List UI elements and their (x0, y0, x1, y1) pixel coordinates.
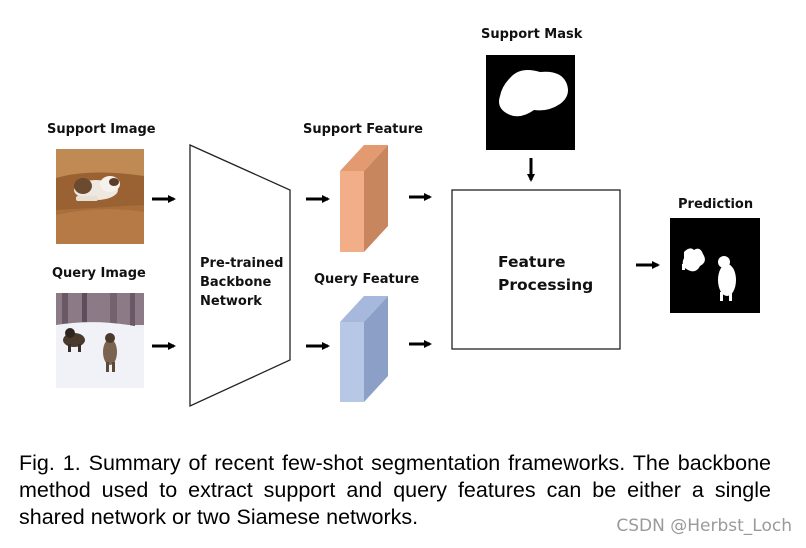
processing-label-line-2: Processing (498, 276, 594, 294)
backbone-label-line-3: Network (200, 294, 262, 309)
backbone-network-label: Pre-trained Backbone Network (200, 254, 283, 311)
backbone-network-shape (189, 143, 291, 408)
processing-label-line-1: Feature (498, 253, 566, 271)
support-image-label: Support Image (47, 122, 156, 137)
figure-caption: Fig. 1. Summary of recent few-shot segme… (19, 451, 771, 529)
watermark: CSDN @Herbst_Loch (616, 516, 792, 536)
backbone-label-line-2: Backbone (200, 275, 272, 290)
query-feature-block (340, 296, 388, 402)
backbone-label-line-1: Pre-trained (200, 256, 284, 271)
support-image (56, 149, 144, 244)
prediction-image (670, 218, 760, 313)
query-image-label: Query Image (52, 266, 146, 281)
query-image (56, 293, 144, 388)
prediction-label: Prediction (678, 197, 754, 212)
support-mask-image (486, 55, 575, 150)
query-feature-label: Query Feature (314, 272, 420, 287)
support-feature-block (340, 145, 388, 252)
figure: Support Image Query Image Pre-trained Ba… (47, 27, 760, 408)
support-feature-label: Support Feature (303, 122, 423, 137)
feature-processing-label: Feature Processing (498, 251, 593, 297)
feature-processing-box (451, 189, 621, 350)
figure-diagram (56, 55, 760, 408)
support-mask-label: Support Mask (481, 27, 583, 42)
